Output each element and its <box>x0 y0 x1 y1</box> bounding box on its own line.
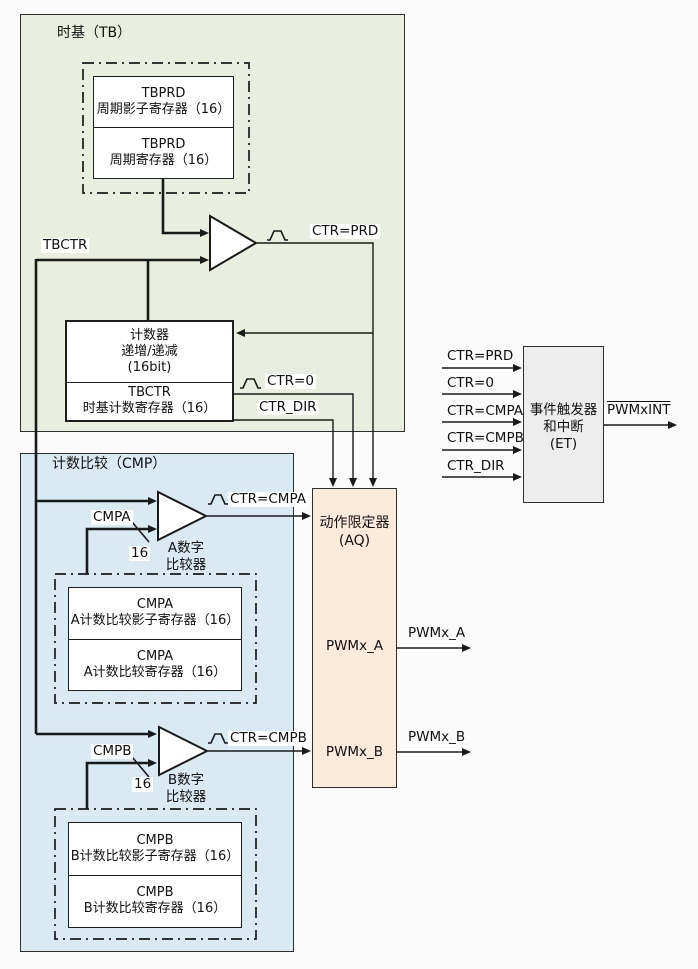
register-desc: A计数比较寄存器（16） <box>83 664 227 680</box>
et-input-label-ctr-prd: CTR=PRD <box>447 348 514 364</box>
tbctr-register: TBCTR 时基计数寄存器（16） <box>67 383 232 420</box>
register-desc: 时基计数寄存器（16） <box>82 401 217 417</box>
cmpa-signal-label: CMPA <box>91 509 133 525</box>
ctr-zero-line <box>234 393 354 483</box>
cmpb-signal-label: CMPB <box>91 743 134 759</box>
tbctr-label: TBCTR <box>41 237 90 253</box>
counter-mode: 递增/递减 <box>121 343 178 359</box>
counter-bits: (16bit) <box>127 359 172 375</box>
tbprd-shadow-register: TBPRD 周期影子寄存器（16） <box>94 77 233 128</box>
comp-b-icon <box>158 725 210 777</box>
et-input-label-ctr-cmpb: CTR=CMPB <box>447 430 524 446</box>
register-name: TBPRD <box>141 86 186 102</box>
counter-box: 计数器 递增/递减 (16bit) TBCTR 时基计数寄存器（16） <box>65 320 234 422</box>
tbprd-group-border <box>82 62 250 194</box>
arrowheads <box>148 229 677 767</box>
ctr-prd-line <box>257 242 374 483</box>
register-name: CMPB <box>136 832 174 848</box>
cmpa-group-border <box>54 573 257 704</box>
pwmxa-output-label: PWMx_A <box>408 625 466 641</box>
cmpb-group-border <box>54 808 257 940</box>
et-input-label-ctr-zero: CTR=0 <box>447 375 494 391</box>
aq-pwmb-label: PWMx_B <box>325 744 384 760</box>
counter-compare-title: 计数比较（CMP） <box>52 456 167 472</box>
register-desc: A计数比较影子寄存器（16） <box>70 613 240 629</box>
ctr-dir-line <box>234 419 334 483</box>
comp-a-caption: A数字 比较器 <box>165 540 207 573</box>
cmpa-shadow-register: CMPA A计数比较影子寄存器（16） <box>69 588 241 640</box>
pulse-icon-ctr-cmpb <box>208 733 228 744</box>
register-desc: B计数比较影子寄存器（16） <box>70 848 240 864</box>
aq-pwma-label: PWMx_A <box>325 638 384 654</box>
action-qualifier-block <box>312 488 397 788</box>
counter-updown: 计数器 递增/递减 (16bit) <box>67 322 232 383</box>
cmpa-active-register: CMPA A计数比较寄存器（16） <box>69 640 241 691</box>
cmpb-register-box: CMPB B计数比较影子寄存器（16） CMPB B计数比较寄存器（16） <box>68 822 242 928</box>
cmpb-to-comp-b-line <box>85 761 149 809</box>
ctr-cmpb-label: CTR=CMPB <box>228 730 309 746</box>
pwmxint-output-label: PWMxINT <box>607 402 671 418</box>
ctr-dir-label: CTR_DIR <box>257 399 319 415</box>
et-input-label-ctr-cmpa: CTR=CMPA <box>447 403 523 419</box>
event-trigger-block <box>523 346 604 503</box>
comp-a-icon <box>157 490 209 542</box>
register-desc: 周期影子寄存器（16） <box>96 102 231 117</box>
pulse-icon-ctr-zero <box>240 378 261 389</box>
et-input-label-ctr-dir: CTR_DIR <box>447 458 505 474</box>
ctr-prd-label: CTR=PRD <box>310 223 381 239</box>
counter-title: 计数器 <box>129 328 169 344</box>
cmpb-shadow-register: CMPB B计数比较影子寄存器（16） <box>69 823 241 876</box>
register-desc: 周期寄存器（16） <box>109 153 218 168</box>
bus-width-a-label: 16 <box>129 545 151 561</box>
pwmxb-output-label: PWMx_B <box>408 729 466 745</box>
pulse-icon-ctr-cmpa <box>208 494 228 505</box>
tbprd-register-box: TBPRD 周期影子寄存器（16） TBPRD 周期寄存器（16） <box>93 76 234 179</box>
tbprd-active-register: TBPRD 周期寄存器（16） <box>94 128 233 178</box>
ctr-cmpa-label: CTR=CMPA <box>228 491 308 507</box>
cmpb-active-register: CMPB B计数比较寄存器（16） <box>69 876 241 928</box>
pulse-icon-ctr-prd <box>267 230 288 241</box>
action-qualifier-title: 动作限定器 (AQ) <box>319 515 390 549</box>
comp-b-caption: B数字 比较器 <box>165 772 207 805</box>
register-name: TBCTR <box>128 385 171 401</box>
bus-width-b-label: 16 <box>132 776 154 792</box>
cmpa-to-comp-a-line <box>85 527 149 574</box>
time-base-title: 时基（TB） <box>57 25 132 41</box>
event-trigger-title: 事件触发器 和中断 (ET) <box>529 402 598 452</box>
tb-comparator-icon <box>209 214 258 272</box>
register-desc: B计数比较寄存器（16） <box>83 901 227 917</box>
register-name: CMPA <box>136 648 174 664</box>
ctr-zero-label: CTR=0 <box>265 373 316 389</box>
tbprd-to-comparator-line <box>161 179 201 235</box>
register-name: CMPA <box>136 597 174 613</box>
cmpa-register-box: CMPA A计数比较影子寄存器（16） CMPA A计数比较寄存器（16） <box>68 587 242 691</box>
register-name: CMPB <box>136 885 174 901</box>
register-name: TBPRD <box>141 137 186 153</box>
